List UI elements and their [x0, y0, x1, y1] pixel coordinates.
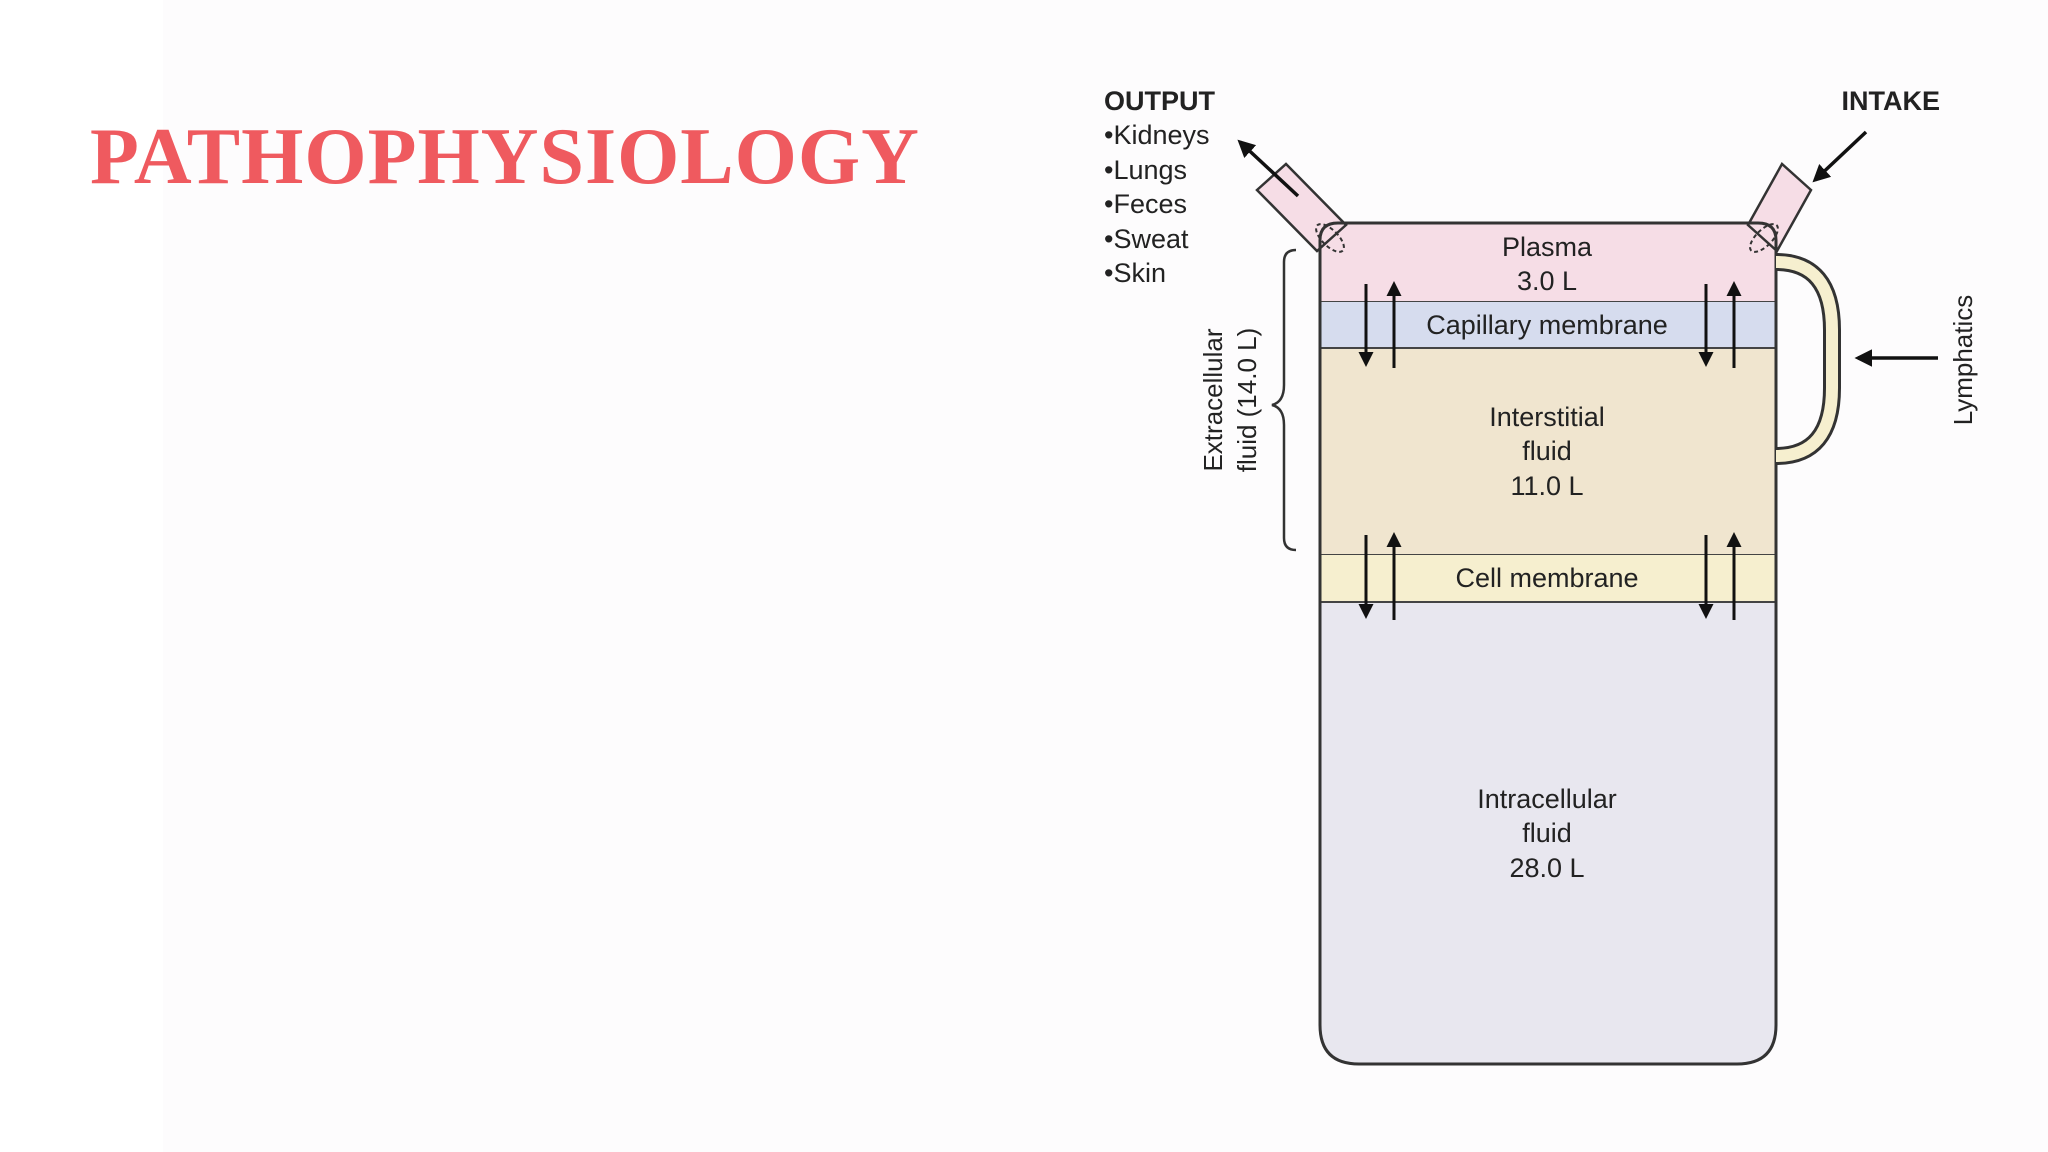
- interstitial-label-line2: fluid: [1522, 436, 1572, 466]
- cell-membrane-label: Cell membrane: [1455, 563, 1638, 593]
- output-item-kidneys: •Kidneys: [1104, 120, 1210, 150]
- plasma-label: Plasma: [1502, 232, 1593, 262]
- output-item-skin: •Skin: [1104, 258, 1166, 288]
- interstitial-label-line1: Interstitial: [1489, 402, 1605, 432]
- interstitial-fluid-region: [1320, 348, 1776, 554]
- intake-heading: INTAKE: [1842, 86, 1941, 116]
- interstitial-volume: 11.0 L: [1510, 471, 1583, 501]
- capillary-membrane-label: Capillary membrane: [1426, 310, 1668, 340]
- plasma-volume: 3.0 L: [1517, 266, 1577, 296]
- output-item-feces: •Feces: [1104, 189, 1187, 219]
- output-item-sweat: •Sweat: [1104, 224, 1189, 254]
- output-item-lungs: •Lungs: [1104, 155, 1187, 185]
- lymphatics-label: Lymphatics: [1948, 295, 1978, 426]
- intracellular-label-line2: fluid: [1522, 818, 1572, 848]
- extracellular-brace: [1271, 248, 1297, 552]
- container-outline: [1318, 221, 1778, 1066]
- intake-arrow: [1812, 130, 1868, 183]
- intracellular-volume: 28.0 L: [1509, 853, 1584, 883]
- extracellular-label-line2: fluid (14.0 L): [1232, 328, 1262, 473]
- intake-spout: [1746, 162, 1813, 253]
- intracellular-fluid-region: [1320, 602, 1776, 1064]
- intracellular-label-line1: Intracellular: [1477, 784, 1617, 814]
- output-arrow: [1237, 139, 1300, 198]
- output-heading: OUTPUT: [1104, 86, 1216, 116]
- output-spout: [1255, 162, 1348, 253]
- plasma-region: [1320, 223, 1776, 301]
- slide-title: PATHOPHYSIOLOGY: [90, 113, 920, 201]
- extracellular-label-line1: Extracellular: [1198, 328, 1228, 471]
